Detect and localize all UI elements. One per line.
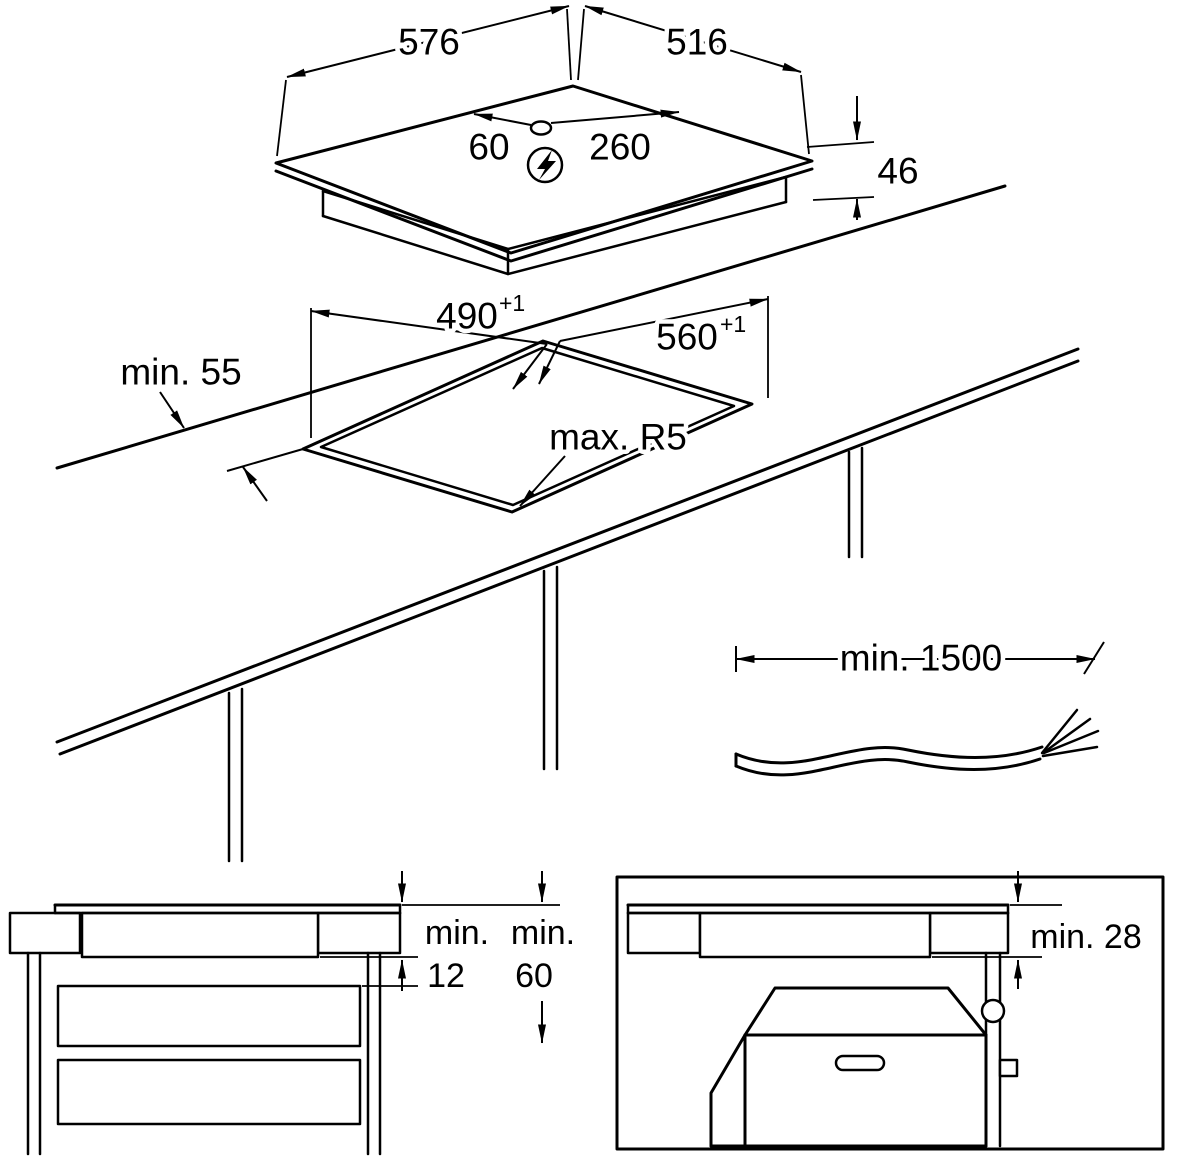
dim-label-oven-clearance: min. 28: [1030, 918, 1142, 956]
hob-body-section: [80, 911, 320, 959]
dim-label-hob-width: 576: [398, 22, 460, 63]
lightning-bolt-icon: [537, 150, 556, 180]
cutout-dimensions: 490 +1 560 +1 min. 55 max. R5: [116, 287, 769, 507]
drawer-front-upper: [56, 984, 362, 1048]
worktop-block-left: [8, 911, 82, 955]
dim-label-hob-depth: 516: [666, 22, 728, 63]
dim-label-cutout-width: 560: [656, 317, 718, 358]
cutout-opening-inner: [319, 346, 736, 507]
cutout-opening-outer: [301, 339, 754, 514]
dim-label-clearance2-value: 60: [515, 957, 553, 995]
dim-label-cutout-width-tolerance: +1: [720, 311, 746, 337]
dim-label-corner-radius: max. R5: [549, 417, 687, 458]
section-frame: [615, 875, 1165, 1151]
dim-label-edge-clearance: min. 55: [120, 352, 241, 393]
hob-dimensions: 576 516 60 260 46: [276, 5, 923, 220]
oven-handle: [834, 1054, 886, 1072]
dim-label-gland-center: 260: [589, 127, 651, 168]
worktop-block-right: [316, 911, 402, 955]
cable-line-bottom: [734, 757, 1042, 777]
worktop-isometric-view: 490 +1 560 +1 min. 55 max. R5: [55, 184, 1080, 863]
hob-body-section-oven: [698, 911, 932, 959]
rear-panel: [984, 951, 1002, 1148]
built-in-oven: [709, 986, 988, 1148]
dim-label-cable-length: min. 1500: [840, 638, 1003, 679]
dim-label-hob-height: 46: [877, 151, 918, 192]
cable-gland: [529, 120, 553, 136]
worktop-block-left-oven: [626, 911, 702, 955]
clearance-cross-section: min. 12 min. 60: [8, 871, 580, 1156]
dim-label-clearance1-value: 12: [427, 957, 465, 995]
dim-label-cutout-depth-tolerance: +1: [499, 290, 525, 316]
oven-connector: [998, 1058, 1019, 1078]
cable-line-top: [734, 745, 1044, 765]
dim-label-cutout-depth: 490: [436, 296, 498, 337]
clearance-dimensions: min. 12 min. 60: [320, 871, 580, 1044]
drawer-front-lower: [56, 1058, 362, 1126]
dim-label-gland-offset: 60: [468, 127, 509, 168]
power-connection-icon: [526, 146, 564, 184]
oven-clearance-dimension: min. 28: [932, 871, 1146, 989]
dim-label-clearance1-word: min.: [425, 914, 489, 952]
hob-isometric-view: 576 516 60 260 46: [274, 5, 923, 276]
hob-base-box: [321, 175, 788, 276]
worktop-legs: [227, 446, 864, 863]
oven-socket: [980, 998, 1006, 1024]
worktop-edges: [55, 184, 1080, 756]
oven-clearance-cross-section: min. 28: [615, 871, 1165, 1151]
cable-wire-ends: [1040, 708, 1100, 758]
dim-label-clearance2-word: min.: [511, 914, 575, 952]
worktop-block-right-oven: [928, 911, 1010, 955]
mains-cable-drawing: min. 1500: [734, 633, 1105, 777]
